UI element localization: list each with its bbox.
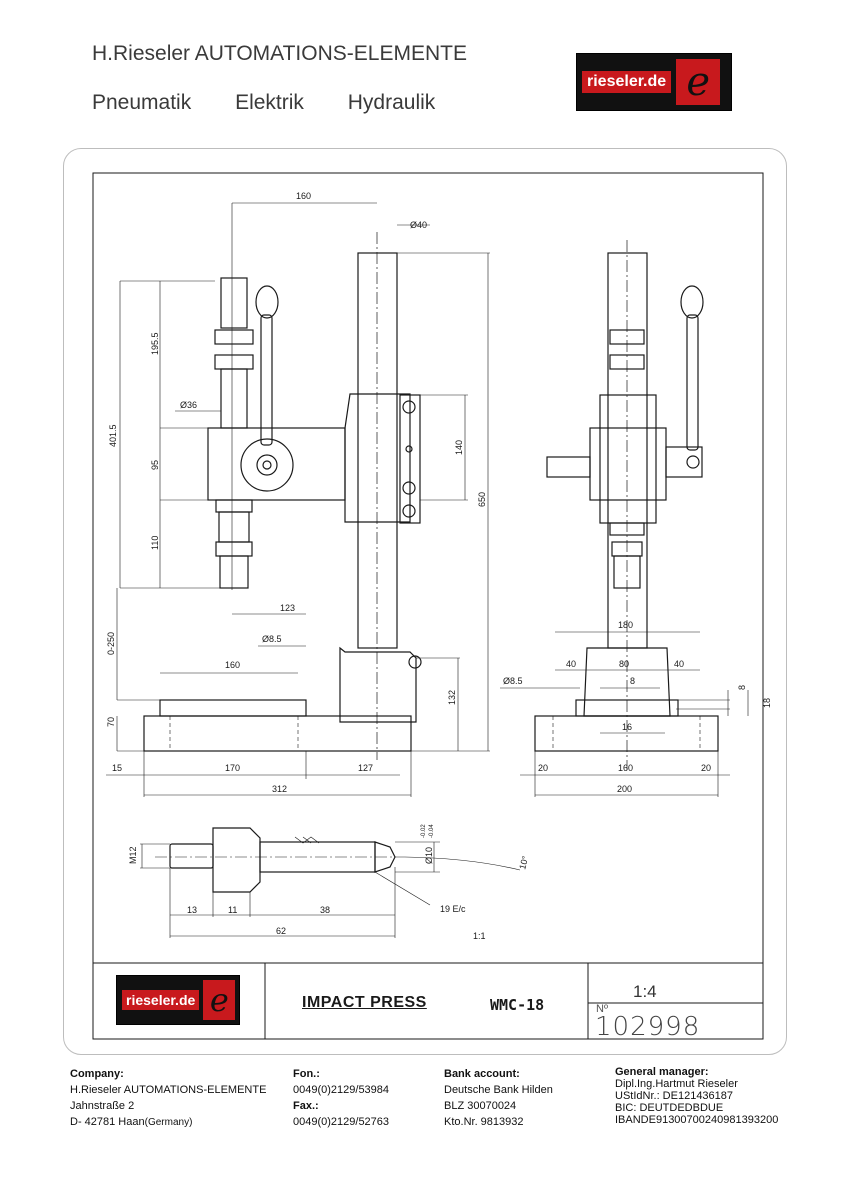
footer-city: D- 42781 Haan (70, 1116, 145, 1128)
dim-label: 160 (296, 191, 311, 201)
dim-label: 160 (225, 660, 240, 670)
footer-iban: IBANDE91300700240981393200 (615, 1114, 779, 1126)
dim-label: 40 (674, 659, 684, 669)
dim-label: 70 (106, 717, 116, 727)
dim-label: 8 (630, 676, 635, 686)
footer-manager-name: Dipl.Ing.Hartmut Rieseler (615, 1078, 738, 1090)
logo-text: rieseler.de (122, 990, 200, 1010)
dim-label: 0-250 (106, 632, 116, 655)
dim-label: 19 E/c (440, 904, 466, 914)
logo-e-icon: e (676, 59, 721, 105)
dim-label: Ø8.5 (503, 676, 523, 686)
dim-label: 95 (150, 460, 160, 470)
dim-label: 160 (618, 763, 633, 773)
dim-label: 401.5 (108, 424, 118, 447)
company-title: H.Rieseler AUTOMATIONS-ELEMENTE (92, 42, 467, 65)
dim-label: 20 (701, 763, 711, 773)
side-view-dimension-labels: 180 40 80 40 Ø8.5 8 8 18 16 20 160 20 20… (503, 620, 772, 794)
logo-text: rieseler.de (582, 71, 672, 93)
logo-e-icon: e (203, 980, 236, 1020)
dim-label: 650 (477, 492, 487, 507)
footer-contact: Fon.: 0049(0)2129/53984 Fax.: 0049(0)212… (293, 1066, 389, 1130)
dim-label: 170 (225, 763, 240, 773)
dim-label: Ø8.5 (262, 634, 282, 644)
dim-label: 20 (538, 763, 548, 773)
dim-label: Ø10 (424, 847, 434, 864)
dim-label: 10° (517, 854, 530, 870)
front-view-dimension-labels: 160 Ø40 195.5 Ø36 401.5 95 140 650 110 1… (106, 191, 487, 794)
category-elektrik: Elektrik (235, 91, 304, 114)
dim-label: 13 (187, 905, 197, 915)
dim-label: 200 (617, 784, 632, 794)
drawing-sheet-border (63, 148, 787, 1055)
footer-country: (Germany) (144, 1117, 193, 1128)
column (357, 252, 398, 649)
footer-fon-label: Fon.: (293, 1068, 320, 1080)
footer-ust: UStIdNr.: DE121436187 (615, 1090, 734, 1102)
drawing-title: IMPACT PRESS (302, 994, 427, 1011)
dim-label: 15 (112, 763, 122, 773)
footer-fon: 0049(0)2129/53984 (293, 1084, 390, 1096)
drawing-number-label: Nº (596, 1003, 608, 1015)
dim-label: Ø40 (410, 220, 427, 230)
dim-label: 40 (566, 659, 576, 669)
footer-manager: General manager: Dipl.Ing.Hartmut Riesel… (615, 1066, 778, 1126)
dim-label: -0.02 (421, 824, 427, 838)
footer-bank: Bank account: Deutsche Bank Hilden BLZ 3… (444, 1066, 553, 1130)
dim-label: 8 (737, 685, 747, 690)
punch-detail (155, 827, 405, 893)
dim-label: 123 (280, 603, 295, 613)
side-view (534, 240, 719, 770)
side-view-dimensions (500, 631, 749, 797)
footer-street: Jahnstraße 2 (70, 1100, 135, 1112)
category-list: Pneumatik Elektrik Hydraulik (92, 91, 473, 115)
title-block-logo: rieseler.de e (116, 975, 240, 1025)
footer-bank-name: Deutsche Bank Hilden (444, 1084, 553, 1096)
dim-label: 312 (272, 784, 287, 794)
category-hydraulik: Hydraulik (347, 91, 436, 114)
dim-label: 180 (618, 620, 633, 630)
dim-label: 11 (228, 905, 237, 915)
punch-dimension-labels: M12 Ø10 -0.02 -0.04 10° 19 E/c 13 11 38 … (128, 824, 531, 941)
footer-company-name: H.Rieseler AUTOMATIONS-ELEMENTE (70, 1084, 267, 1096)
dim-label: 110 (150, 536, 160, 550)
footer-fax: 0049(0)2129/52763 (293, 1116, 390, 1128)
dim-label: 127 (358, 763, 373, 773)
dim-label: Ø36 (180, 400, 197, 410)
front-view (143, 232, 422, 760)
footer-fax-label: Fax.: (293, 1100, 319, 1112)
dim-label: -0.04 (429, 824, 435, 838)
dim-label: 16 (622, 722, 632, 732)
footer-heading: Company: (70, 1068, 124, 1080)
drawing-scale: 1:4 (633, 982, 657, 1001)
drawing-model: WMC-18 (490, 996, 545, 1014)
dim-label: 80 (619, 659, 629, 669)
footer-heading: General manager: (615, 1066, 709, 1078)
dim-label: 18 (762, 698, 772, 708)
dim-label: 132 (447, 690, 457, 705)
dim-label: 38 (320, 905, 330, 915)
footer-company: Company: H.Rieseler AUTOMATIONS-ELEMENTE… (70, 1066, 266, 1131)
footer-heading: Bank account: (444, 1068, 520, 1080)
front-view-dimensions (106, 202, 490, 797)
dim-label: 1:1 (473, 931, 486, 941)
dim-label: M12 (128, 846, 138, 864)
footer-bic: BIC: DEUTDEDBDUE (615, 1102, 724, 1114)
dim-label: 140 (454, 440, 464, 455)
footer-kto: Kto.Nr. 9813932 (444, 1116, 524, 1128)
footer-city-line: D- 42781 Haan(Germany) (70, 1114, 266, 1131)
company-logo: rieseler.de e (576, 53, 732, 111)
category-pneumatik: Pneumatik (92, 91, 192, 114)
punch-dimensions (140, 836, 521, 938)
drawing-number: 102998 (595, 1012, 701, 1042)
drawing-frame (92, 172, 764, 1040)
footer-blz: BLZ 30070024 (444, 1100, 517, 1112)
dim-label: 195.5 (150, 332, 160, 355)
dim-label: 62 (276, 926, 286, 936)
